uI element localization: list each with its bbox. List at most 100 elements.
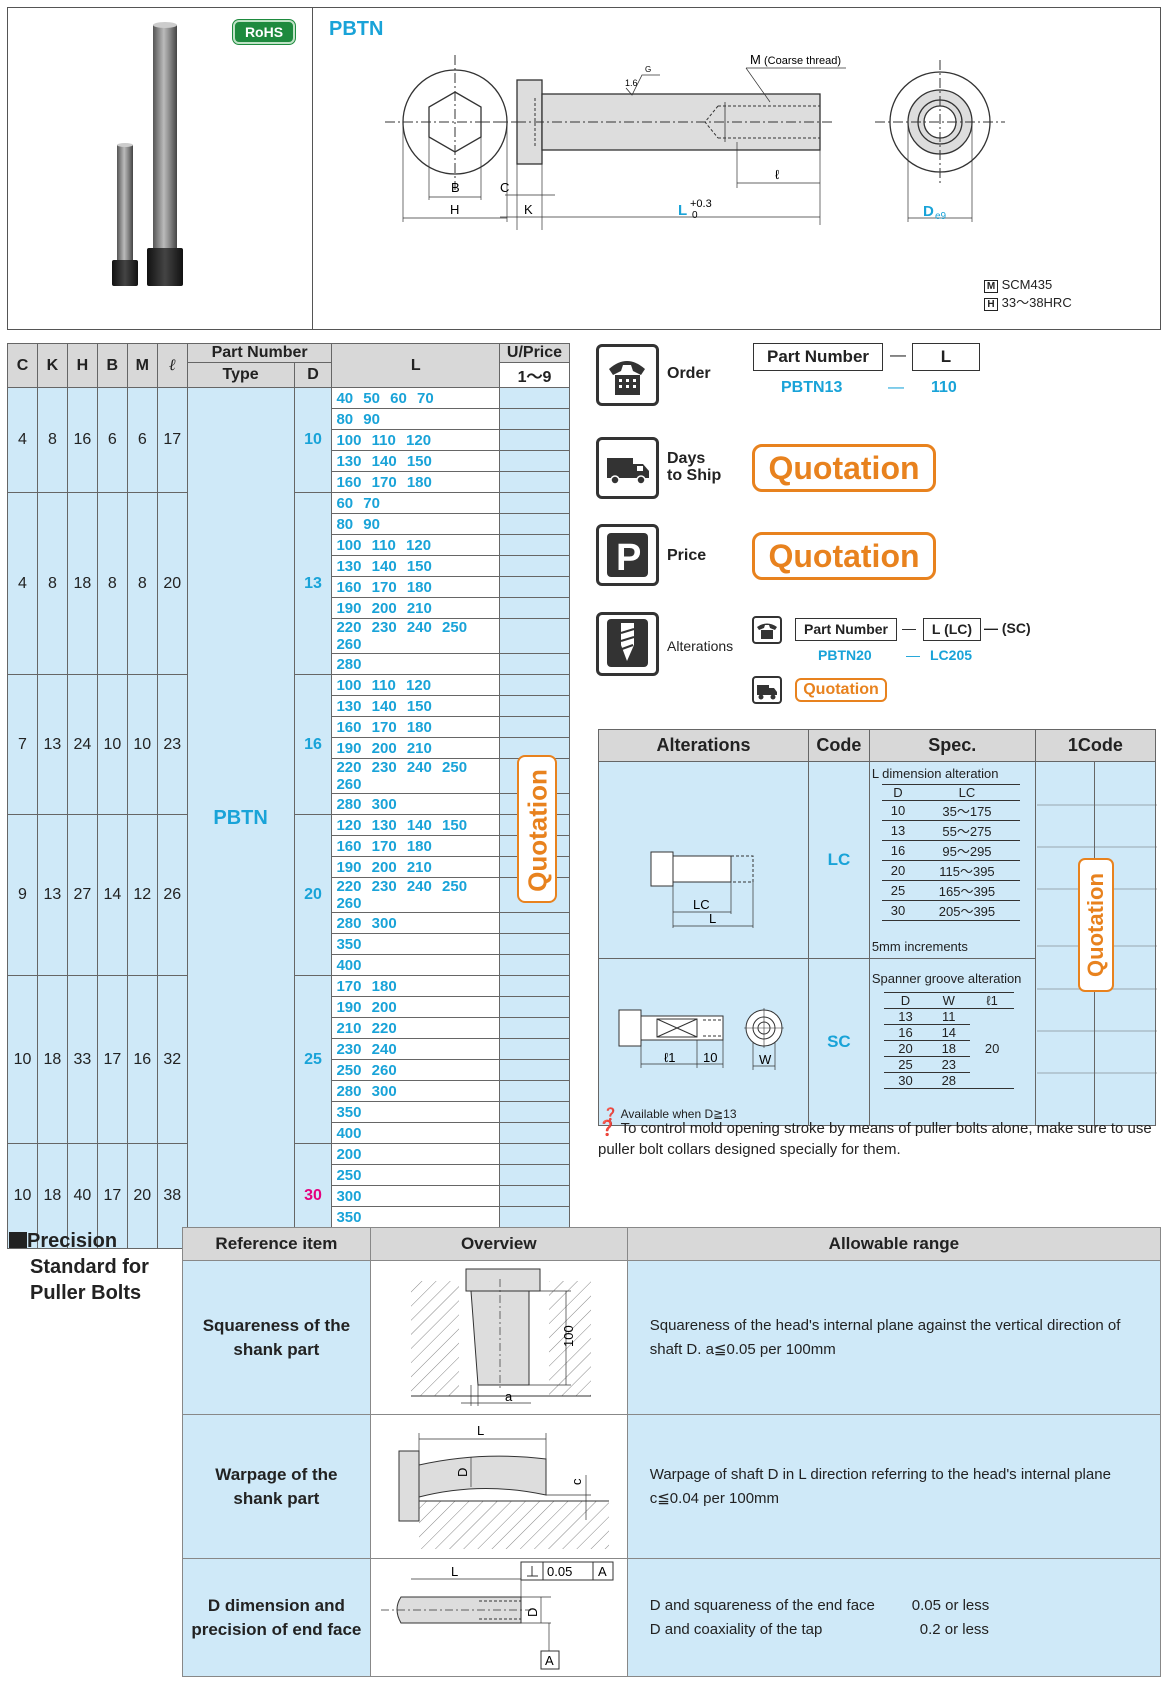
alt-col-alterations: Alterations — [598, 729, 809, 762]
d-fig-datum-a: A — [598, 1564, 607, 1579]
collar-note: ❓ To control mold opening stroke by mean… — [598, 1120, 1152, 1158]
header-divider — [312, 7, 313, 330]
col-type: Type — [186, 362, 295, 388]
spec-l-value: 190 200 — [331, 996, 500, 1018]
spec-l-value: 210 220 — [331, 1017, 500, 1039]
order-l-header: L — [912, 343, 980, 371]
dim-m-note: (Coarse thread) — [764, 55, 841, 67]
alt-pn-header: Part Number — [795, 618, 897, 641]
spec-l-value: 160 170 180 — [331, 835, 500, 857]
spec-l-value: 120 130 140 150 — [331, 814, 500, 836]
spec-price-cell — [498, 1206, 571, 1228]
lc-code: LC — [807, 761, 870, 959]
prec-col-range: Allowable range — [626, 1227, 1162, 1261]
spec-row: 350 — [8, 1101, 571, 1123]
spec-K-3: 13 — [36, 814, 68, 976]
col-uprice: U/Price — [498, 343, 571, 363]
lc-spec-cell: 20 — [881, 860, 915, 881]
order-dash-2: — — [888, 379, 904, 396]
material-m: SCM435 — [1001, 277, 1053, 292]
col-part-number: Part Number — [186, 343, 333, 363]
lc-spec-cell: 205〜395 — [914, 900, 1020, 921]
spec-d-0: 10 — [293, 387, 333, 493]
spec-row: 130 140 150 — [8, 695, 571, 717]
d-fig-d: D — [525, 1608, 540, 1617]
spec-row: 220 230 240 250 260 — [8, 877, 571, 913]
col-h: H — [66, 343, 98, 388]
spec-C-3: 9 — [7, 814, 38, 976]
lc-spec-cell: 30 — [881, 900, 915, 921]
spec-M-1: 8 — [126, 492, 158, 675]
material-m-icon: M — [984, 280, 998, 293]
prec-col-overview: Overview — [369, 1227, 628, 1261]
spec-C-2: 7 — [7, 674, 38, 815]
spec-H-5: 40 — [66, 1143, 98, 1249]
spec-row: 300 — [8, 1185, 571, 1207]
d-fig-l: L — [451, 1564, 458, 1579]
spec-price-cell — [498, 716, 571, 738]
prec-fig-squareness-cell: 100 a — [369, 1260, 628, 1415]
spec-C-5: 10 — [7, 1143, 38, 1249]
col-qty: 1〜9 — [498, 362, 571, 388]
spec-C-4: 10 — [7, 975, 38, 1144]
spec-B-1: 8 — [96, 492, 128, 675]
spec-K-2: 13 — [36, 674, 68, 815]
spec-l-value: 220 230 240 250 260 — [331, 618, 500, 654]
spec-H-0: 16 — [66, 387, 98, 493]
sc-spec-cell: 30 — [883, 1072, 928, 1089]
sc-spec-cell: 23 — [927, 1056, 971, 1073]
dim-d-sub: e9 — [935, 211, 947, 222]
spec-row: 400 — [8, 954, 571, 976]
technical-drawing: B H M (Coarse thread) 1.6 G ℓ C K L +0.3… — [385, 52, 1005, 230]
warpage-fig-d: D — [455, 1468, 470, 1477]
prec-range-squareness: Squareness of the head's internal plane … — [626, 1260, 1162, 1415]
spec-M-5: 20 — [126, 1143, 158, 1249]
spec-row: 100 110 120 — [8, 534, 571, 556]
spec-l-2: 23 — [156, 674, 188, 815]
alt-col-code: Code — [807, 729, 870, 762]
spec-row: 280 — [8, 653, 571, 675]
uprice-quotation-badge: Quotation — [517, 755, 557, 903]
spec-row: 160 170 180 — [8, 576, 571, 598]
spec-l-value: 80 90 — [331, 408, 500, 430]
sc-fig-w: W — [759, 1052, 772, 1067]
sc-availability: ❓ Available when D≧13 — [603, 1107, 737, 1121]
sc-spec-cell: 18 — [927, 1040, 971, 1057]
spec-H-3: 27 — [66, 814, 98, 976]
spec-l-value: 190 200 210 — [331, 597, 500, 619]
order-label: Order — [667, 365, 711, 382]
spec-l-value: 60 70 — [331, 492, 500, 514]
lc-spec-cell: 35〜175 — [914, 800, 1020, 821]
spec-row: 190 200 210 — [8, 597, 571, 619]
spec-l-value: 350 — [331, 933, 500, 955]
dim-c: C — [500, 180, 509, 195]
spec-H-2: 24 — [66, 674, 98, 815]
spec-d-4: 25 — [293, 975, 333, 1144]
dim-k: K — [524, 202, 533, 217]
col-m: M — [126, 343, 158, 388]
warpage-figure: L D c — [398, 1423, 609, 1549]
alt-truck-icon — [752, 676, 782, 704]
lc-figure-cell: LC L — [598, 761, 809, 959]
alt-col-1code: 1Code — [1034, 729, 1157, 762]
spec-M-0: 6 — [126, 387, 158, 493]
material-h-icon: H — [984, 298, 998, 311]
product-header-box — [7, 7, 1161, 330]
spec-row: 160 170 180 — [8, 471, 571, 493]
price-p-icon: P — [596, 524, 659, 586]
spec-K-0: 8 — [36, 387, 68, 493]
spec-K-5: 18 — [36, 1143, 68, 1249]
dim-h: H — [450, 202, 459, 217]
sc-code: SC — [807, 958, 870, 1126]
spec-B-0: 6 — [96, 387, 128, 493]
d-fig-tol: 0.05 — [547, 1564, 572, 1579]
sc-spec-cell: 11 — [927, 1008, 971, 1025]
alt-dash-1: — — [902, 620, 916, 636]
